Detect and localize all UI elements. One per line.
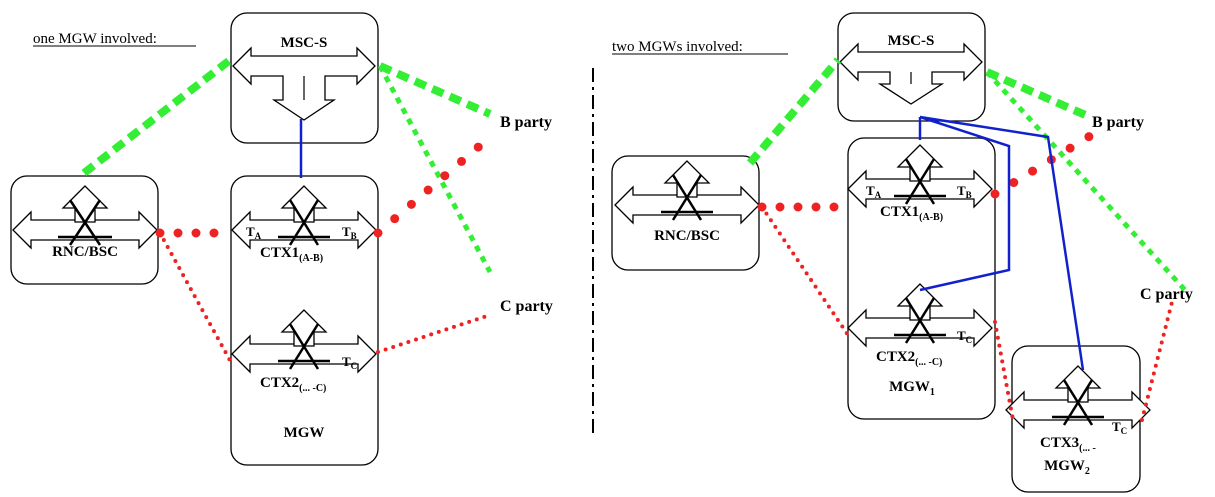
left-tb-label: TB [342,224,357,241]
right-mgw2-label: MGW2 [1044,458,1090,477]
right-bearer-ctx2-ctx3 [993,320,1015,422]
right-heading: two MGWs involved: [612,39,743,55]
right-ctx2-switch-icon [847,283,993,347]
left-rnc-label: RNC/BSC [52,244,118,260]
left-ta-label: TA [246,224,262,241]
left-signal-msc-b [378,62,492,118]
left-bearer-rnc-ctx2 [158,231,234,366]
right-control-ctx3 [919,115,1085,371]
left-b-party-label: B party [500,114,552,131]
right-msc-label: MSC-S [888,33,935,49]
right-ctx3-label: CTX3(... - [1040,435,1096,454]
right-mgw1-label: MGW1 [889,379,935,398]
right-ctx2-label: CTX2(... -C) [876,349,942,368]
right-ctx3-switch-icon [1005,365,1151,429]
left-mgw-label: MGW [284,425,325,441]
right-bearer-ctx1-b [990,131,1095,199]
right-c-party-label: C party [1140,286,1193,303]
left-rnc-switch-icon [12,185,158,249]
right-bearer-ctx3-c [1140,300,1174,422]
left-tc-label: TC [342,354,357,371]
right-tb-label: TB [957,183,972,200]
right-tc3-label: TC [1112,419,1127,436]
left-bearer-ctx2-c [376,313,492,354]
left-heading: one MGW involved: [33,31,157,47]
left-msc-label: MSC-S [281,35,328,51]
right-signal-msc-b [985,68,1092,121]
left-signal-msc-c [377,64,493,274]
right-signal-msc-c [985,70,1187,292]
left-ctx1-label: CTX1(A-B) [260,245,323,264]
right-signal-rnc-msc [746,57,842,166]
right-tc2-label: TC [957,328,972,345]
right-ctx1-label: CTX1(A-B) [880,204,943,223]
left-c-party-label: C party [500,298,553,315]
right-ta-label: TA [866,183,882,200]
left-signal-rnc-msc [81,56,233,177]
right-msc-switch-icon [839,42,983,105]
left-ctx1-switch-icon [231,185,377,249]
right-rnc-switch-icon [614,160,760,224]
right-rnc-label: RNC/BSC [654,228,720,244]
right-b-party-label: B party [1092,114,1144,131]
right-ctx1-switch-icon [847,144,993,208]
left-ctx2-switch-icon [231,309,377,373]
left-msc-switch-icon [232,46,376,121]
right-bearer-rnc-ctx2 [760,205,850,337]
left-bearer-ctx1-b [373,132,495,238]
right-mgw1-box [847,137,996,420]
left-ctx2-label: CTX2(... -C) [260,375,326,394]
right-control-ctx2 [919,115,1011,292]
